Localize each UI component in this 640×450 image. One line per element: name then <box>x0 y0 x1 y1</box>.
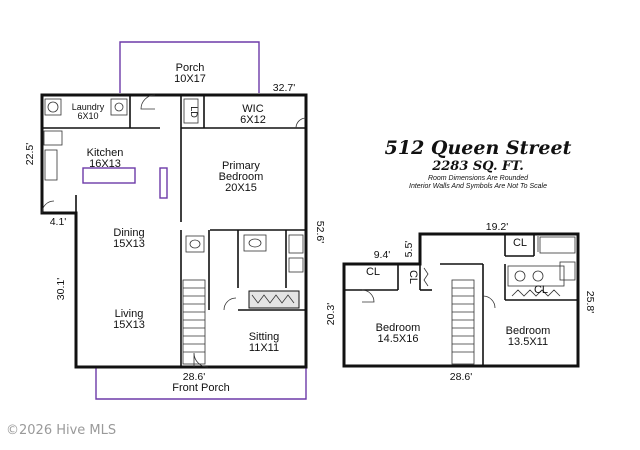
fireplace-icon <box>248 290 300 309</box>
upper-stairs <box>451 279 475 365</box>
main-stairs <box>182 279 206 365</box>
sink-icon <box>110 98 128 116</box>
dim-bottom: 28.6' <box>183 371 205 383</box>
toilet-icon <box>185 235 205 253</box>
primary-bedroom-word: Bedroom <box>219 171 264 183</box>
bedroom-right-dims: 13.5X11 <box>508 336 548 348</box>
main-exterior-wall <box>40 93 308 369</box>
laundry-label: Laundry <box>72 102 105 112</box>
closet-label: CL <box>513 237 527 249</box>
closet-label: CL <box>534 284 548 296</box>
washer-icon <box>44 98 62 116</box>
upper-dim-step-height: 5.5' <box>403 241 415 258</box>
watermark: ©2026 Hive MLS <box>6 423 116 438</box>
kitchen-cabinet <box>159 167 168 199</box>
door-swing <box>482 295 496 309</box>
bedroom-right-label: Bedroom <box>506 325 551 337</box>
upper-toilet-icon <box>559 261 576 281</box>
linen-closet-label: LD <box>189 106 199 118</box>
upper-dim-step-width: 9.4' <box>374 249 391 261</box>
door-swing <box>295 117 307 129</box>
linen-closet <box>183 98 199 124</box>
upper-floor: CL CL CL CL Bedroom 14.5X16 Bedroom 13.5… <box>325 221 596 383</box>
wic-label: WIC <box>242 103 263 115</box>
dim-right: 52.6' <box>314 221 326 243</box>
living-dims: 15X13 <box>113 319 145 331</box>
door-swing <box>41 200 55 214</box>
bedroom-left-label: Bedroom <box>376 322 421 334</box>
front-porch-label: Front Porch <box>172 382 229 394</box>
kitchen-label: Kitchen <box>87 147 124 159</box>
bifold-door <box>423 267 429 287</box>
sitting-label: Sitting <box>249 331 280 343</box>
door-swing <box>223 297 237 311</box>
porch-label: Porch <box>176 62 205 74</box>
vanity-icon <box>243 234 267 252</box>
dim-left-upper: 22.5' <box>24 143 36 165</box>
upper-fixtures <box>361 236 576 365</box>
counter-icon <box>44 149 58 181</box>
rounded-note: Room Dimensions Are Rounded <box>428 175 529 182</box>
door-swing <box>193 352 209 368</box>
scale-note: Interior Walls And Symbols Are Not To Sc… <box>409 183 547 190</box>
upper-dim-left: 20.3' <box>325 303 337 325</box>
sqft-title: 2283 SQ. FT. <box>431 159 524 174</box>
primary-dims: 20X15 <box>225 182 257 194</box>
door-swing <box>361 289 375 303</box>
living-label: Living <box>115 308 144 320</box>
closet-label: CL <box>407 270 419 284</box>
double-vanity-icon <box>507 265 565 287</box>
bifold-door <box>511 289 561 297</box>
bedroom-left-dims: 14.5X16 <box>378 333 419 345</box>
upper-interior-walls <box>344 234 578 366</box>
upper-dim-right: 25.8' <box>584 291 596 313</box>
sitting-dims: 11X11 <box>249 342 279 354</box>
closet-label: CL <box>366 266 380 278</box>
main-fixtures <box>41 94 307 368</box>
dining-dims: 15X13 <box>113 238 145 250</box>
title-block: 512 Queen Street 2283 SQ. FT. Room Dimen… <box>385 137 572 190</box>
door-swing <box>140 94 156 110</box>
kitchen-island <box>82 167 136 184</box>
front-porch-outline <box>95 367 307 400</box>
main-interior-walls <box>42 95 306 367</box>
dim-notch: 4.1' <box>50 216 67 228</box>
dim-top: 32.7' <box>273 82 295 94</box>
upper-tub-icon <box>539 236 576 254</box>
dining-label: Dining <box>113 227 144 239</box>
upper-dim-top: 19.2' <box>486 221 508 233</box>
kitchen-dims: 16X13 <box>89 158 121 170</box>
address-title: 512 Queen Street <box>385 137 572 159</box>
laundry-dims: 6X10 <box>77 111 98 121</box>
tub-icon <box>288 234 304 254</box>
porch-dims: 10X17 <box>174 73 206 85</box>
dim-left-lower: 30.1' <box>55 278 67 300</box>
main-floor: Porch 10X17 Laundry 6X10 Kitchen 16X13 L… <box>24 41 326 400</box>
primary-label: Primary <box>222 160 260 172</box>
wic-dims: 6X12 <box>240 114 266 126</box>
upper-dim-bottom: 28.6' <box>450 371 472 383</box>
porch-outline <box>119 41 260 93</box>
